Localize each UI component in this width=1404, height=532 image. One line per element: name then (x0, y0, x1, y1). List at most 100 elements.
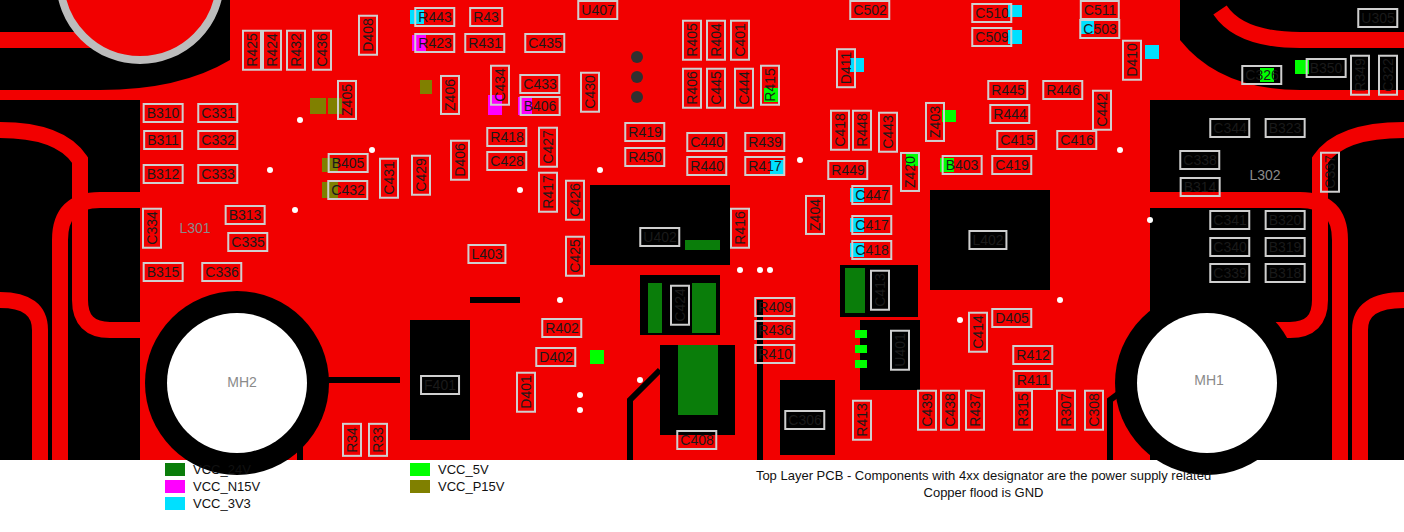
part-designator: C444 (734, 67, 754, 108)
part-designator: L403 (467, 244, 506, 264)
part-designator: R419 (624, 122, 665, 142)
hole-clearance (145, 291, 329, 475)
part-designator: R446 (1042, 80, 1083, 100)
part-designator: C306 (784, 410, 825, 430)
part-designator: R412 (1012, 345, 1053, 365)
part-designator: C334 (142, 207, 162, 248)
part-designator: R315 (1013, 389, 1033, 430)
vcc3v3-pads (410, 5, 1159, 257)
through-holes (631, 51, 643, 103)
legend-text: VCC_3V3 (193, 496, 251, 511)
part-designator: R450 (624, 147, 665, 167)
part-designator: C341 (1209, 210, 1250, 230)
part-designator: R444 (989, 104, 1030, 124)
part-designator: Z403 (925, 102, 945, 142)
pad-ring (60, 0, 220, 60)
part-designator: D402 (535, 347, 576, 367)
part-designator: R405 (682, 19, 702, 60)
part-designator: R406 (682, 67, 702, 108)
legend-swatch (410, 463, 430, 476)
part-designator: C436 (312, 29, 332, 70)
part-designator: C426 (565, 179, 585, 220)
part-designator: R423 (414, 33, 455, 53)
part-designator: B323 (1265, 118, 1306, 138)
part-designator: R437 (965, 389, 985, 430)
part-designator: R402 (541, 318, 582, 338)
part-designator: Z405 (337, 80, 357, 120)
legend-text: VCC_P15V (438, 479, 504, 494)
caption-note: Top Layer PCB - Components with 4xx desi… (752, 467, 1215, 501)
part-designator: C442 (1092, 89, 1112, 130)
part-designator: C435 (524, 33, 565, 53)
part-designator: C439 (917, 389, 937, 430)
legend-text: VCC_5V (438, 462, 489, 477)
part-designator: C413 (870, 269, 890, 310)
part-designator: C431 (379, 157, 399, 198)
part-designator: C443 (878, 111, 898, 152)
mounting-hole (167, 313, 307, 453)
part-designator: C502 (849, 0, 890, 20)
part-designator: L301 (177, 220, 212, 236)
part-designator: R415 (760, 64, 780, 105)
legend-swatch (165, 463, 185, 476)
part-designator: R410 (754, 344, 795, 364)
part-designator: C440 (686, 132, 727, 152)
part-designator: U402 (639, 227, 680, 247)
part-designator: R418 (486, 127, 527, 147)
part-designator: D411 (836, 48, 856, 88)
part-designator: C509 (971, 27, 1012, 47)
legend-swatch (165, 497, 185, 510)
part-designator: C331 (197, 103, 238, 123)
part-designator: C336 (201, 262, 242, 282)
part-designator: D401 (516, 371, 536, 412)
part-designator: C333 (197, 164, 238, 184)
part-designator: R439 (744, 132, 785, 152)
part-designator: C510 (971, 3, 1012, 23)
part-designator: B319 (1265, 237, 1306, 257)
part-designator: C418 (830, 109, 850, 150)
part-designator: D408 (358, 14, 378, 55)
part-designator: C335 (227, 232, 268, 252)
clear-area (1180, 0, 1404, 90)
part-designator: R411 (1013, 370, 1053, 390)
part-designator: R43 (469, 7, 503, 27)
part-designator: D406 (450, 139, 470, 180)
part-designator: C432 (327, 180, 368, 200)
part-designator: C401 (730, 19, 750, 60)
part-designator: B315 (143, 262, 184, 282)
part-designator: R443 (414, 7, 455, 27)
part-designator: R424 (262, 29, 282, 70)
part-designator: C511 (1080, 0, 1120, 20)
part-designator: C340 (1209, 237, 1250, 257)
part-designator: C415 (996, 130, 1037, 150)
part-designator: B350 (1306, 58, 1347, 78)
component-pads (410, 185, 1050, 455)
legend-text: VCC_N15V (193, 479, 260, 494)
part-designator: C326 (1241, 65, 1282, 85)
copper-traces (0, 10, 1404, 460)
part-designator: R404 (706, 19, 726, 60)
part-designator: B318 (1265, 263, 1306, 283)
part-designator: R449 (827, 160, 868, 180)
part-designator: R417 (538, 171, 558, 212)
part-designator: R445 (987, 80, 1028, 100)
part-designator: B311 (143, 130, 183, 150)
part-designator: R448 (852, 109, 872, 150)
part-designator: R34 (342, 423, 362, 457)
part-designator: C434 (490, 64, 510, 105)
part-designator: R431 (464, 33, 505, 53)
part-designator: C503 (1079, 19, 1120, 39)
part-designator: R417 (744, 156, 785, 176)
part-designator: C414 (968, 311, 988, 352)
part-designator: L302 (1247, 167, 1282, 183)
part-designator: R33 (368, 423, 388, 457)
part-designator: B314 (1180, 177, 1221, 197)
part-designator: C438 (940, 389, 960, 430)
part-designator: R432 (286, 29, 306, 70)
part-designator: C445 (706, 67, 726, 108)
part-designator: C428 (486, 151, 527, 171)
part-designator: B405 (328, 153, 369, 173)
part-designator: B406 (520, 96, 561, 116)
part-designator: Z420 (900, 152, 920, 192)
part-designator: R416 (730, 207, 750, 248)
